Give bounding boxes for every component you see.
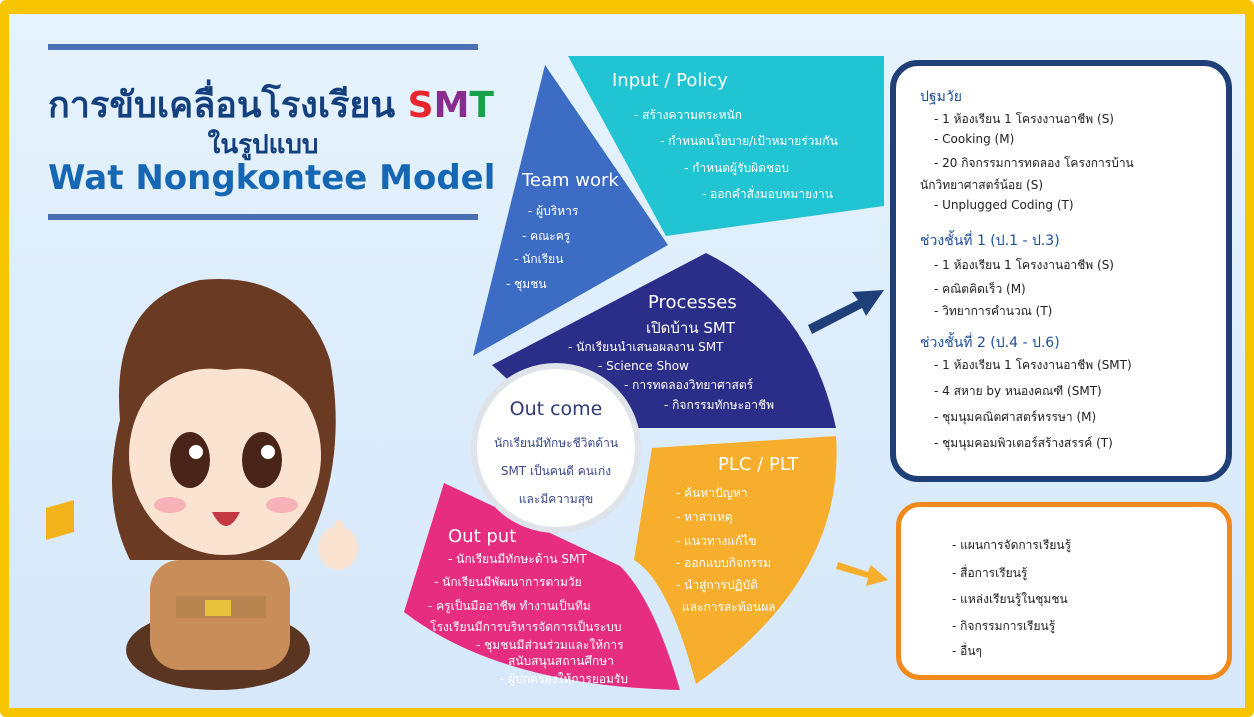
out-come-title: Out come xyxy=(509,398,603,420)
out-put-item: - ชุมชนมีส่วนร่วมและให้การ xyxy=(476,638,624,652)
level-item: - ชุมนุมคอมพิวเตอร์สร้างสรรค์ (T) xyxy=(934,436,1113,450)
out-put-title: Out put xyxy=(448,526,517,547)
input-policy-title: Input / Policy xyxy=(612,70,728,91)
resource-item: - กิจกรรมการเรียนรู้ xyxy=(952,619,1056,633)
level-item: นักวิทยาศาสตร์น้อย (S) xyxy=(920,178,1044,192)
plc-plt-item: - นำสู่การปฏิบัติ xyxy=(676,578,758,592)
input-policy-wedge xyxy=(568,56,884,236)
resource-item: - สื่อการเรียนรู้ xyxy=(952,566,1028,580)
input-policy-item: - กำหนดผู้รับผิดชอบ xyxy=(684,161,789,175)
out-come-item: SMT เป็นคนดี คนเก่ง xyxy=(500,464,612,478)
smt-letter-t: T xyxy=(469,85,494,126)
out-come-circle xyxy=(471,363,641,533)
plc-plt-wedge xyxy=(634,436,837,684)
title-line-1: การขับเคลื่อนโรงเรียน SMT xyxy=(48,76,494,133)
out-put-item: สนับสนุนสถานศึกษา xyxy=(508,654,614,668)
out-put-wedge xyxy=(404,483,680,690)
processes-title: Processes xyxy=(648,292,737,313)
level-item: - 20 กิจกรรมการทดลอง โครงการบ้าน xyxy=(934,156,1134,170)
team-work-title: Team work xyxy=(522,170,619,191)
level-item: - วิทยาการคำนวณ (T) xyxy=(934,304,1053,318)
plc-plt-item: - หาสาเหตุ xyxy=(676,510,733,524)
out-put-item: - โรงเรียนมีการบริหารจัดการเป็นระบบ xyxy=(422,620,622,634)
level-item: - 4 สหาย by หนองคณฑี (SMT) xyxy=(934,384,1102,398)
level-heading: ปฐมวัย xyxy=(920,89,962,105)
resource-item: - แหล่งเรียนรู้ในชุมชน xyxy=(952,592,1068,606)
out-put-item: - นักเรียนมีพัฒนาการตามวัย xyxy=(434,575,582,589)
level-heading: ช่วงชั้นที่ 1 (ป.1 - ป.3) xyxy=(920,233,1060,249)
resource-item: - แผนการจัดการเรียนรู้ xyxy=(952,538,1072,552)
out-put-item: - ครูเป็นมืออาชีพ ทำงานเป็นทีม xyxy=(428,599,591,613)
team-work-item: - นักเรียน xyxy=(514,252,564,266)
title-line-3: Wat Nongkontee Model xyxy=(48,158,496,198)
input-policy-item: - ออกคำสั่งมอบหมายงาน xyxy=(702,187,833,201)
plc-plt-title: PLC / PLT xyxy=(718,454,799,475)
title-line-2: ในรูปแบบ xyxy=(207,130,319,160)
level-item: - 1 ห้องเรียน 1 โครงงานอาชีพ (SMT) xyxy=(934,358,1132,372)
input-policy-item: - กำหนดนโยบาย/เป้าหมายร่วมกัน xyxy=(660,134,838,148)
out-come-item: และมีความสุข xyxy=(518,492,594,506)
level-item: - 1 ห้องเรียน 1 โครงงานอาชีพ (S) xyxy=(934,258,1114,272)
grade-levels-box xyxy=(890,60,1232,482)
processes-subtitle: เปิดบ้าน SMT xyxy=(646,319,735,337)
out-put-item: - ผู้ปกครองให้การยอมรับ xyxy=(500,672,629,686)
arrow-to-resources-icon xyxy=(836,562,888,586)
resource-item: - อื่นๆ xyxy=(952,644,982,658)
resources-box xyxy=(896,502,1232,680)
team-work-item: - ชุมชน xyxy=(506,277,547,291)
team-work-wedge xyxy=(473,65,668,356)
plc-plt-item: - แนวทางแก้ไข xyxy=(676,534,757,548)
processes-item: - Science Show xyxy=(598,359,689,373)
level-item: - Cooking (M) xyxy=(934,132,1015,146)
level-item: - ชุมนุมคณิตศาสตร์หรรษา (M) xyxy=(934,410,1097,424)
processes-item: - นักเรียนนำเสนอผลงาน SMT xyxy=(568,340,724,354)
title-bottom-rule xyxy=(48,214,478,220)
teacher-character-icon xyxy=(46,279,358,690)
plc-plt-item: - ออกแบบกิจกรรม xyxy=(676,556,772,570)
plc-plt-item: และการสะท้อนผล xyxy=(682,600,776,614)
out-put-item: - นักเรียนมีทักษะด้าน SMT xyxy=(448,552,587,566)
arrow-to-levels-icon xyxy=(808,290,884,334)
input-policy-item: - สร้างความตระหนัก xyxy=(634,108,742,122)
processes-item: - กิจกรรมทักษะอาชีพ xyxy=(664,398,775,412)
smt-letter-m: M xyxy=(433,85,470,126)
team-work-item: - ผู้บริหาร xyxy=(528,204,579,218)
team-work-item: - คณะครู xyxy=(522,229,571,243)
out-come-item: นักเรียนมีทักษะชีวิตด้าน xyxy=(493,436,619,450)
plc-plt-item: - ค้นหาปัญหา xyxy=(676,486,748,500)
title-prefix: การขับเคลื่อนโรงเรียน xyxy=(48,85,408,126)
smt-letter-s: S xyxy=(407,85,434,126)
level-item: - คณิตคิดเร็ว (M) xyxy=(934,282,1026,296)
level-heading: ช่วงชั้นที่ 2 (ป.4 - ป.6) xyxy=(920,335,1060,351)
processes-item: - การทดลองวิทยาศาสตร์ xyxy=(624,378,754,392)
level-item: - 1 ห้องเรียน 1 โครงงานอาชีพ (S) xyxy=(934,112,1114,126)
title-top-rule xyxy=(48,44,478,50)
level-item: - Unplugged Coding (T) xyxy=(934,198,1074,212)
